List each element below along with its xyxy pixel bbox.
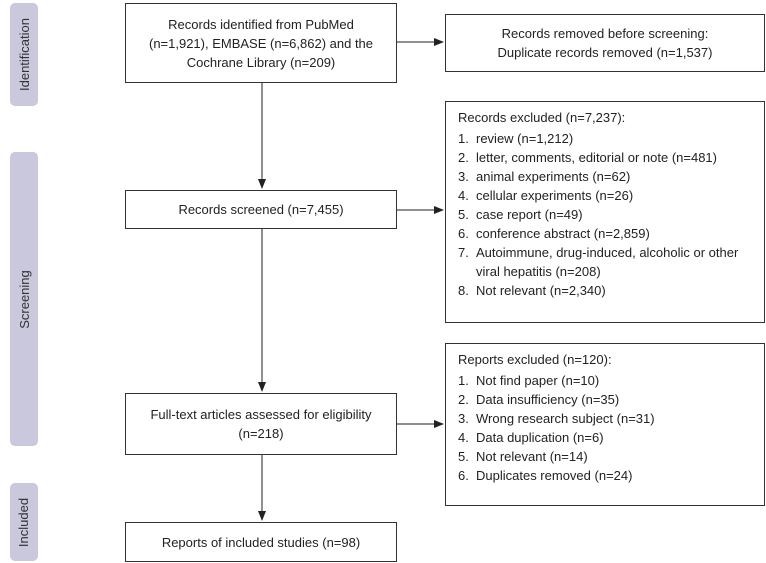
fulltext-box: Full-text articles assessed for eligibil… [125, 393, 397, 455]
item-number: 1. [458, 131, 469, 146]
reports-excluded-item: 1. Not find paper (n=10) [458, 371, 758, 390]
item-number: 5. [458, 449, 469, 464]
stage-screening: Screening [10, 152, 38, 446]
fulltext-line-2: (n=218) [238, 426, 284, 441]
identified-line-3: Cochrane Library (n=209) [186, 54, 336, 70]
records-excluded-item: 5. case report (n=49) [458, 205, 758, 224]
included-text: Reports of included studies (n=98) [161, 534, 361, 550]
removed-line-2: Duplicate records removed (n=1,537) [497, 45, 713, 60]
screened-text: Records screened (n=7,455) [178, 202, 344, 217]
item-number: 4. [458, 188, 469, 203]
item-number: 3. [458, 169, 469, 184]
item-number: 8. [458, 283, 469, 298]
item-text: Data duplication (n=6) [476, 430, 604, 445]
item-text: Autoimmune, drug-induced, alcoholic or o… [476, 245, 739, 279]
item-number: 5. [458, 207, 469, 222]
records-excluded-header: Records excluded (n=7,237): [458, 110, 626, 125]
records-excluded-item: 7. Autoimmune, drug-induced, alcoholic or… [458, 243, 758, 281]
item-text: cellular experiments (n=26) [476, 188, 634, 203]
fulltext-line-1: Full-text articles assessed for eligibil… [150, 407, 372, 422]
records-excluded-item: 2. letter, comments, editorial or note (n… [458, 148, 758, 167]
reports-excluded-item: 3. Wrong research subject (n=31) [458, 409, 758, 428]
reports-excluded-item: 5. Not relevant (n=14) [458, 447, 758, 466]
records-excluded-item: 6. conference abstract (n=2,859) [458, 224, 758, 243]
item-text: Not relevant (n=14) [476, 449, 588, 464]
reports-excluded-box: Reports excluded (n=120): 1. Not find pap… [445, 343, 765, 506]
item-text: animal experiments (n=62) [476, 169, 631, 184]
item-text: Wrong research subject (n=31) [476, 411, 655, 426]
item-text: Not relevant (n=2,340) [476, 283, 606, 298]
item-text: letter, comments, editorial or note (n=4… [476, 150, 717, 165]
item-number: 4. [458, 430, 469, 445]
removed-box: Records removed before screening: Duplic… [445, 14, 765, 72]
item-text: Not find paper (n=10) [476, 373, 600, 388]
item-number: 6. [458, 226, 469, 241]
stage-included: Included [10, 483, 38, 561]
records-excluded-item: 1. review (n=1,212) [458, 129, 758, 148]
records-excluded-box: Records excluded (n=7,237): 1. review (n=… [445, 101, 765, 323]
item-number: 7. [458, 245, 469, 260]
identified-line-1: Records identified from PubMed [168, 16, 354, 32]
item-text: Duplicates removed (n=24) [476, 468, 633, 483]
removed-line-1: Records removed before screening: [501, 26, 709, 41]
item-text: review (n=1,212) [476, 131, 574, 146]
reports-excluded-item: 2. Data insufficiency (n=35) [458, 390, 758, 409]
identified-line-2: (n=1,921), EMBASE (n=6,862) and the [148, 35, 374, 51]
item-text: Data insufficiency (n=35) [476, 392, 620, 407]
item-text: case report (n=49) [476, 207, 583, 222]
reports-excluded-header: Reports excluded (n=120): [458, 352, 612, 367]
reports-excluded-item: 4. Data duplication (n=6) [458, 428, 758, 447]
screened-box: Records screened (n=7,455) [125, 190, 397, 229]
records-excluded-item: 3. animal experiments (n=62) [458, 167, 758, 186]
item-text: conference abstract (n=2,859) [476, 226, 650, 241]
item-number: 2. [458, 150, 469, 165]
item-number: 1. [458, 373, 469, 388]
item-number: 6. [458, 468, 469, 483]
included-box: Reports of included studies (n=98) [125, 522, 397, 562]
item-number: 3. [458, 411, 469, 426]
stage-identification: Identification [10, 3, 38, 106]
identified-box: Records identified from PubMed (n=1,921)… [125, 3, 397, 83]
records-excluded-item: 8. Not relevant (n=2,340) [458, 281, 758, 300]
reports-excluded-item: 6. Duplicates removed (n=24) [458, 466, 758, 485]
item-number: 2. [458, 392, 469, 407]
records-excluded-item: 4. cellular experiments (n=26) [458, 186, 758, 205]
